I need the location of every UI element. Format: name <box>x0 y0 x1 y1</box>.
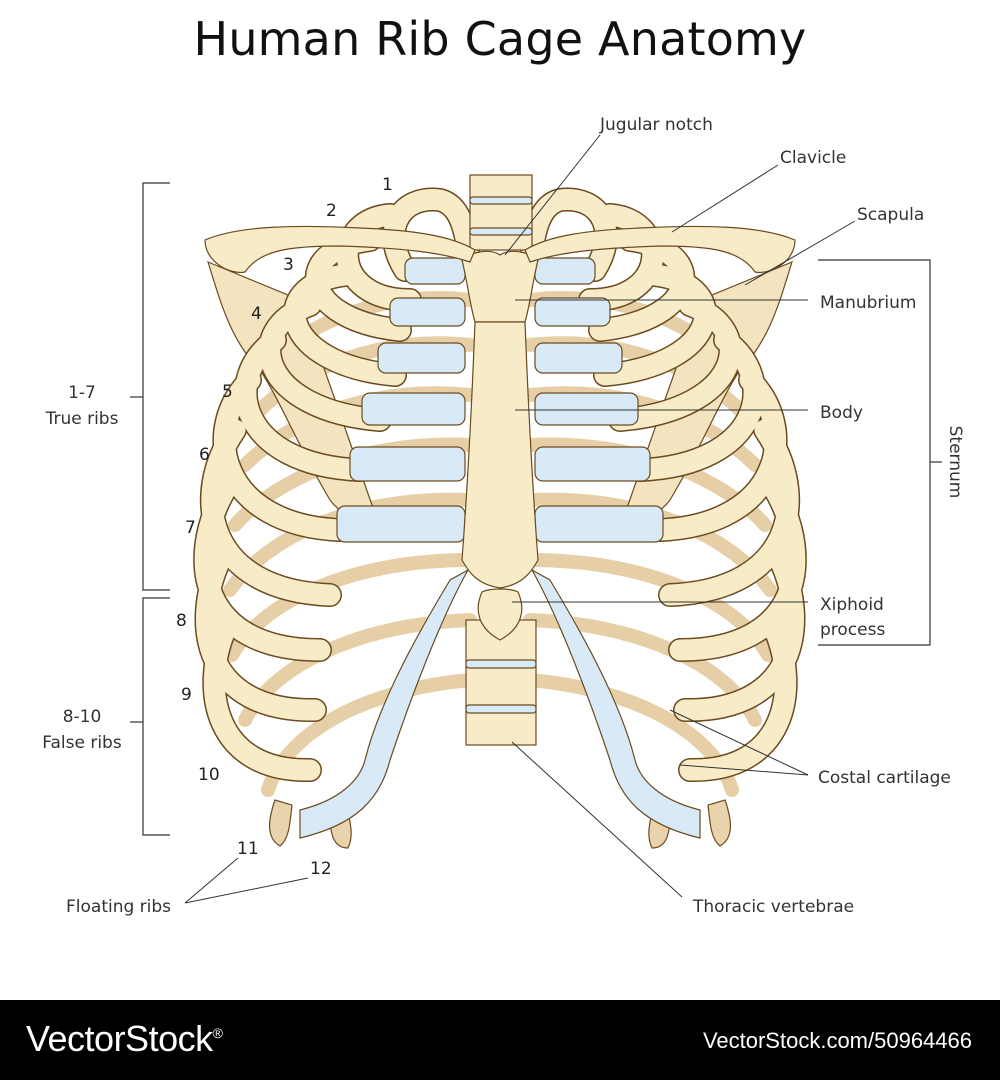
xiphoid-process <box>477 588 523 641</box>
rib-number-11: 11 <box>237 839 259 859</box>
rib-number-9: 9 <box>181 685 192 705</box>
thoracic-vertebrae-label: Thoracic vertebrae <box>692 897 854 917</box>
watermark-footer: VectorStock® VectorStock.com/50964466 <box>0 1000 1000 1080</box>
manubrium-label: Manubrium <box>820 293 916 313</box>
true-ribs-label: True ribs <box>45 409 119 429</box>
thoracic-vertebrae <box>465 174 537 746</box>
brand-registered-mark: ® <box>212 1025 223 1041</box>
upper-costal-cartilages <box>336 257 664 543</box>
left-costal-cartilage <box>299 568 470 839</box>
false-ribs-range-label: 8-10 <box>63 707 102 727</box>
true-ribs-range-label: 1-7 <box>68 383 96 403</box>
right-costal-cartilage <box>530 568 701 839</box>
rib-number-5: 5 <box>222 382 233 402</box>
true-ribs-bracket <box>142 182 170 591</box>
jugular-notch-label: Jugular notch <box>599 115 713 135</box>
brand-logo: VectorStock® <box>26 1018 223 1060</box>
rib-number-8: 8 <box>176 611 187 631</box>
rib-number-12: 12 <box>310 859 332 879</box>
rib-number-2: 2 <box>326 201 337 221</box>
leader-lines <box>184 134 856 904</box>
right-clavicle <box>524 225 796 274</box>
false-ribs-label: False ribs <box>42 733 122 753</box>
clavicle-label: Clavicle <box>780 148 846 168</box>
rib-numbers: 1 2 3 4 5 6 7 8 9 10 11 12 <box>176 175 393 879</box>
rib-number-4: 4 <box>251 304 262 324</box>
rib-number-1: 1 <box>382 175 393 195</box>
rib-number-10: 10 <box>198 765 220 785</box>
diagram-title: Human Rib Cage Anatomy <box>193 12 807 66</box>
rib-cage-diagram: Jugular notch Clavicle Scapula Manubrium… <box>42 115 965 917</box>
left-clavicle <box>204 225 476 274</box>
rib-number-6: 6 <box>199 445 210 465</box>
sternum-manubrium <box>461 250 539 323</box>
left-ribs <box>193 187 480 783</box>
scapula-label: Scapula <box>857 205 924 225</box>
sternum-body <box>461 321 539 589</box>
rib-number-3: 3 <box>283 255 294 275</box>
sternum-label: Sternum <box>945 426 965 499</box>
costal-cartilage-label: Costal cartilage <box>818 768 951 788</box>
floating-ribs-label: Floating ribs <box>66 897 171 917</box>
xiphoid-label-line2: process <box>820 620 885 640</box>
sternum-bracket <box>818 259 931 646</box>
brand-name: VectorStock <box>26 1018 213 1059</box>
rib-number-7: 7 <box>185 518 196 538</box>
stock-id: VectorStock.com/50964466 <box>702 1028 972 1053</box>
body-label: Body <box>820 403 863 423</box>
xiphoid-label-line1: Xiphoid <box>820 595 884 615</box>
false-ribs-bracket <box>142 597 170 836</box>
